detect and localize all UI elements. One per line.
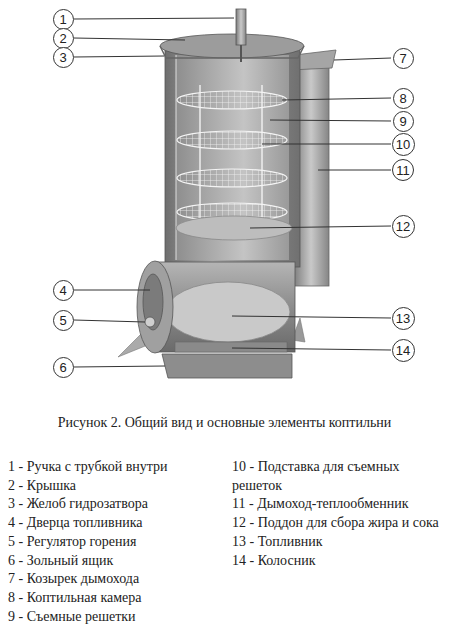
leader-line: [74, 290, 150, 291]
leader-line: [232, 316, 391, 318]
callout-text: 11: [396, 164, 410, 177]
firebox-door: [143, 274, 163, 330]
callout-number: 13: [392, 307, 415, 330]
callout-number: 9: [393, 111, 414, 132]
leader-line: [74, 320, 145, 322]
ash-box: [162, 354, 292, 378]
part-list-item: 10 - Подставка для съемных решеток: [232, 458, 445, 495]
firebox-interior: [166, 282, 290, 342]
leader-line: [270, 120, 391, 121]
part-list-item: 14 - Колосник: [232, 552, 445, 571]
leader-line: [232, 348, 391, 350]
part-list-item: 3 - Желоб гидрозатвора: [8, 495, 230, 514]
callout-number: 8: [393, 88, 414, 109]
callout-text: 10: [396, 138, 410, 151]
part-list-item: 13 - Топливник: [232, 533, 445, 552]
callout-number: 7: [393, 48, 414, 69]
callout-text: 8: [399, 92, 406, 105]
smoking-chamber: [165, 45, 300, 267]
part-list-item: 9 - Съемные решетки: [8, 608, 230, 627]
leader-line: [74, 366, 165, 367]
grate: [175, 342, 287, 352]
callout-number: 14: [392, 339, 415, 362]
callout-text: 1: [59, 13, 66, 26]
firebox: [155, 262, 295, 352]
callout-number: 4: [53, 280, 74, 301]
rack: [177, 131, 287, 149]
combustion-regulator: [145, 317, 155, 327]
leader-line: [74, 38, 185, 40]
rack: [177, 91, 287, 109]
part-list-item: 1 - Ручка с трубкой внутри: [8, 458, 230, 477]
part-list-item: 2 - Крышка: [8, 477, 230, 496]
callout-text: 13: [396, 312, 410, 325]
part-list-item: 6 - Зольный ящик: [8, 552, 230, 571]
leader-line: [282, 98, 391, 100]
callout-text: 5: [59, 314, 66, 327]
part-list-item: 5 - Регулятор горения: [8, 533, 230, 552]
callout-text: 14: [396, 344, 410, 357]
leader-line: [262, 144, 391, 145]
part-list-item: 11 - Дымоход-теплообменник: [232, 495, 445, 514]
part-list-item: 7 - Козырек дымохода: [8, 570, 230, 589]
callout-number: 6: [53, 357, 74, 378]
callout-number: 11: [392, 159, 414, 181]
callout-number: 3: [53, 47, 74, 68]
callout-text: 12: [396, 220, 410, 233]
callout-number: 1: [53, 9, 74, 30]
parts-list: 1 - Ручка с трубкой внутри2 - Крышка3 - …: [8, 458, 230, 626]
leader-line: [74, 56, 164, 57]
lid: [160, 34, 304, 58]
callout-text: 9: [399, 115, 406, 128]
leader-line: [334, 58, 391, 60]
water-seal-groove: [160, 46, 304, 58]
leader-line: [318, 170, 391, 171]
callout-number: 5: [53, 310, 74, 331]
callout-text: 3: [59, 51, 66, 64]
rack: [177, 169, 287, 187]
handle: [236, 9, 246, 45]
leader-line: [250, 226, 391, 228]
callout-text: 6: [59, 361, 66, 374]
firebox-front: [137, 261, 173, 353]
handle-tube: [240, 45, 242, 62]
callout-text: 7: [399, 52, 406, 65]
part-list-item: 12 - Поддон для сбора жира и сока: [232, 514, 445, 533]
figure-caption: Рисунок 2. Общий вид и основные элементы…: [0, 415, 449, 431]
leader-line: [74, 18, 234, 19]
callout-text: 2: [59, 32, 66, 45]
callout-number: 12: [392, 215, 415, 238]
callout-number: 2: [53, 28, 74, 49]
part-list-item: 8 - Коптильная камера: [8, 589, 230, 608]
callout-number: 10: [392, 133, 415, 156]
callout-text: 4: [59, 284, 66, 297]
parts-list: 10 - Подставка для съемных решеток11 - Д…: [232, 458, 445, 570]
part-list-item: 4 - Дверца топливника: [8, 514, 230, 533]
